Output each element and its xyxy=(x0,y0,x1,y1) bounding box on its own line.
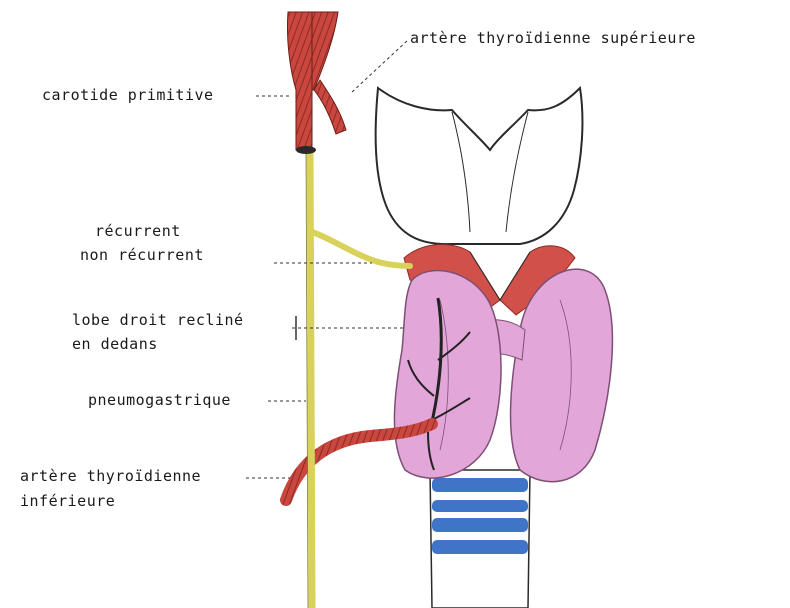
label-superior-thyroid-artery: artère thyroïdienne supérieure xyxy=(410,28,696,48)
trachea xyxy=(430,470,530,608)
label-recurrent-line2: non récurrent xyxy=(80,245,204,265)
non-recurrent-nerve xyxy=(312,232,410,266)
label-common-carotid: carotide primitive xyxy=(42,85,214,105)
thyroid-cartilage xyxy=(376,88,583,244)
leader-superior-thyroid xyxy=(352,40,408,92)
trachea-ring xyxy=(432,540,528,554)
trachea-ring xyxy=(432,478,528,492)
superior-thyroid-artery xyxy=(314,80,346,134)
trachea-ring xyxy=(432,518,528,532)
label-vagus: pneumogastrique xyxy=(88,390,231,410)
label-right-lobe-line2: en dedans xyxy=(72,334,158,354)
label-inferior-thyroid-line1: artère thyroïdienne xyxy=(20,466,201,486)
common-carotid xyxy=(287,12,346,154)
label-recurrent-line1: récurrent xyxy=(95,221,181,241)
vagus-nerve xyxy=(310,150,312,608)
label-right-lobe-line1: lobe droit recliné xyxy=(72,310,244,330)
label-inferior-thyroid-line2: inférieure xyxy=(20,491,115,511)
trachea-ring xyxy=(432,500,528,512)
thyroid-right-lobe xyxy=(394,270,501,478)
